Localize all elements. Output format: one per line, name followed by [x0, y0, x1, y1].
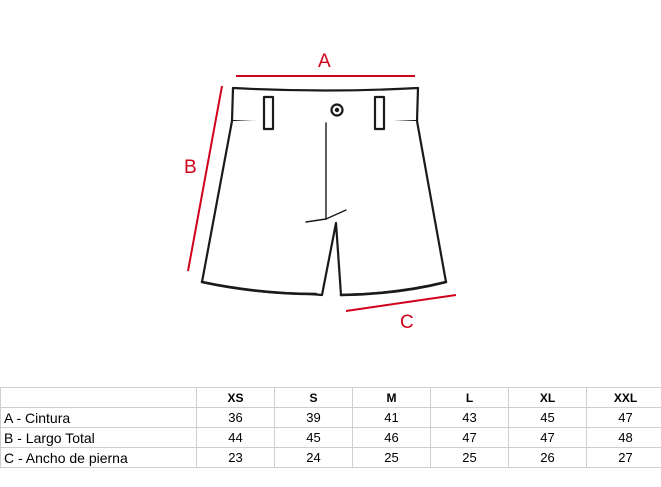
table-row: C - Ancho de pierna 23 24 25 25 26 27 — [0, 447, 661, 468]
dimension-label-b: B — [184, 157, 197, 178]
header-cell — [0, 387, 197, 408]
table-cell: 26 — [508, 447, 587, 468]
table-row: A - Cintura 36 39 41 43 45 47 — [0, 407, 661, 428]
table-cell: 45 — [274, 427, 353, 448]
header-cell-m: M — [352, 387, 431, 408]
table-cell: 47 — [508, 427, 587, 448]
table-cell: 36 — [196, 407, 275, 428]
table-cell: 24 — [274, 447, 353, 468]
dimension-line-b — [187, 85, 223, 272]
table-cell: 44 — [196, 427, 275, 448]
header-cell-xxl: XXL — [586, 387, 661, 408]
table-cell: 43 — [430, 407, 509, 428]
table-header-row: XS S M L XL XXL — [0, 387, 661, 408]
table-cell: 45 — [508, 407, 587, 428]
header-cell-xs: XS — [196, 387, 275, 408]
table-row: B - Largo Total 44 45 46 47 47 48 — [0, 427, 661, 448]
dimension-label-a: A — [318, 51, 331, 72]
table-cell: 23 — [196, 447, 275, 468]
dimension-label-c: C — [400, 312, 414, 333]
row-label: B - Largo Total — [0, 427, 197, 448]
shorts-measurement-diagram: A B C — [184, 51, 457, 333]
table-cell: 48 — [586, 427, 661, 448]
table-cell: 47 — [586, 407, 661, 428]
row-label: C - Ancho de pierna — [0, 447, 197, 468]
shorts-illustration — [200, 86, 448, 297]
table-cell: 39 — [274, 407, 353, 428]
dimension-line-c — [345, 294, 457, 312]
table-cell: 46 — [352, 427, 431, 448]
header-cell-l: L — [430, 387, 509, 408]
table-cell: 27 — [586, 447, 661, 468]
size-table: XS S M L XL XXL A - Cintura 36 39 41 43 … — [0, 387, 661, 468]
row-label: A - Cintura — [0, 407, 197, 428]
table-cell: 47 — [430, 427, 509, 448]
table-cell: 25 — [352, 447, 431, 468]
header-cell-s: S — [274, 387, 353, 408]
header-cell-xl: XL — [508, 387, 587, 408]
table-cell: 41 — [352, 407, 431, 428]
table-cell: 25 — [430, 447, 509, 468]
